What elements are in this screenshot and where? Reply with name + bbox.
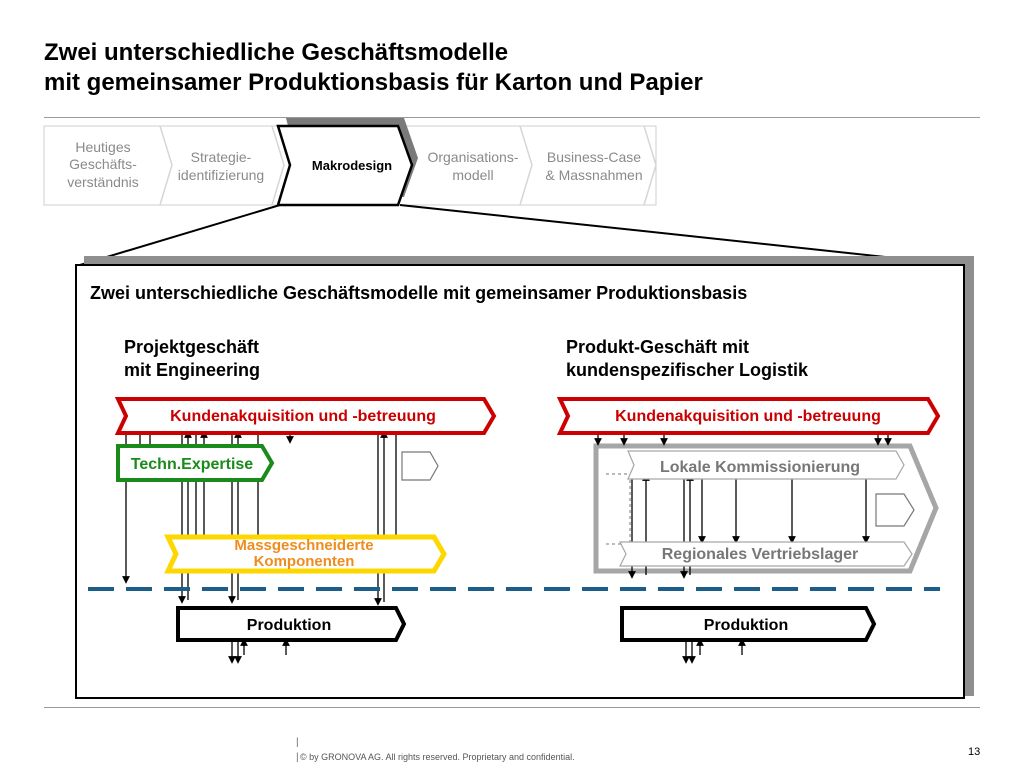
right-heading-line-1: Produkt-Geschäft mit [566,337,749,357]
zoom-line-right [399,204,961,266]
components-chevron[interactable] [164,534,447,574]
step-2-line-1: Strategie- [191,149,252,165]
left-small-chevron [401,451,439,481]
step-3-label: Makrodesign [312,158,392,173]
footer-divider [44,707,980,708]
step-5-line-2: & Massnahmen [545,167,642,183]
title-divider [44,117,980,118]
step-1-line-3: verständnis [67,174,139,190]
right-acquisition-label: Kundenakquisition und -betreuung [615,408,881,425]
right-production-chevron[interactable] [620,606,877,642]
active-step-chevron[interactable] [276,124,414,207]
slide-title: Zwei unterschiedliche Geschäftsmodelle m… [44,38,703,98]
right-production-label: Produktion [704,617,788,634]
left-acquisition-chevron[interactable] [114,397,497,435]
copyright-footer: © by GRONOVA AG. All rights reserved. Pr… [300,752,575,762]
components-label-line-1: Massgeschneiderte [234,537,373,554]
footer-separator-top: | [296,737,299,748]
step-5-line-1: Business-Case [547,149,641,165]
left-production-label: Produktion [247,617,331,634]
chevron-divider-3 [519,125,533,206]
step-4-line-2: modell [452,167,493,183]
step-4-line-1: Organisations- [427,149,518,165]
left-production-chevron[interactable] [176,606,407,642]
process-chevron-bar: Heutiges Geschäfts- verständnis Strategi… [43,118,657,207]
slide-title-line-2: mit gemeinsamer Produktionsbasis für Kar… [44,69,703,96]
footer-separator-bottom: | [296,752,299,763]
left-acquisition-label: Kundenakquisition und -betreuung [170,408,436,425]
warehouse-chevron[interactable] [619,541,913,567]
detail-box-title: Zwei unterschiedliche Geschäftsmodelle m… [90,283,747,303]
step-2-line-2: identifizierung [178,167,264,183]
chevron-divider-4 [643,125,657,206]
commissioning-chevron[interactable] [627,450,905,480]
left-heading-line-2: mit Engineering [124,360,260,380]
components-label-line-2: Komponenten [254,553,355,570]
right-small-chevron [875,493,915,527]
page-number: 13 [968,746,981,758]
right-heading-line-2: kundenspezifischer Logistik [566,360,809,380]
step-1-line-1: Heutiges [75,139,130,155]
warehouse-label: Regionales Vertriebslager [662,546,859,563]
expertise-label: Techn.Expertise [131,456,254,473]
zoom-line-left [79,204,281,266]
expertise-chevron[interactable] [116,444,275,482]
right-acquisition-chevron[interactable] [556,397,941,435]
slide-title-line-1: Zwei unterschiedliche Geschäftsmodelle [44,39,509,66]
chevron-divider-1 [159,125,173,206]
chevron-divider-2 [271,125,285,206]
step-1-line-2: Geschäfts- [69,156,137,172]
left-heading-line-1: Projektgeschäft [124,337,259,357]
commissioning-label: Lokale Kommissionierung [660,459,860,476]
